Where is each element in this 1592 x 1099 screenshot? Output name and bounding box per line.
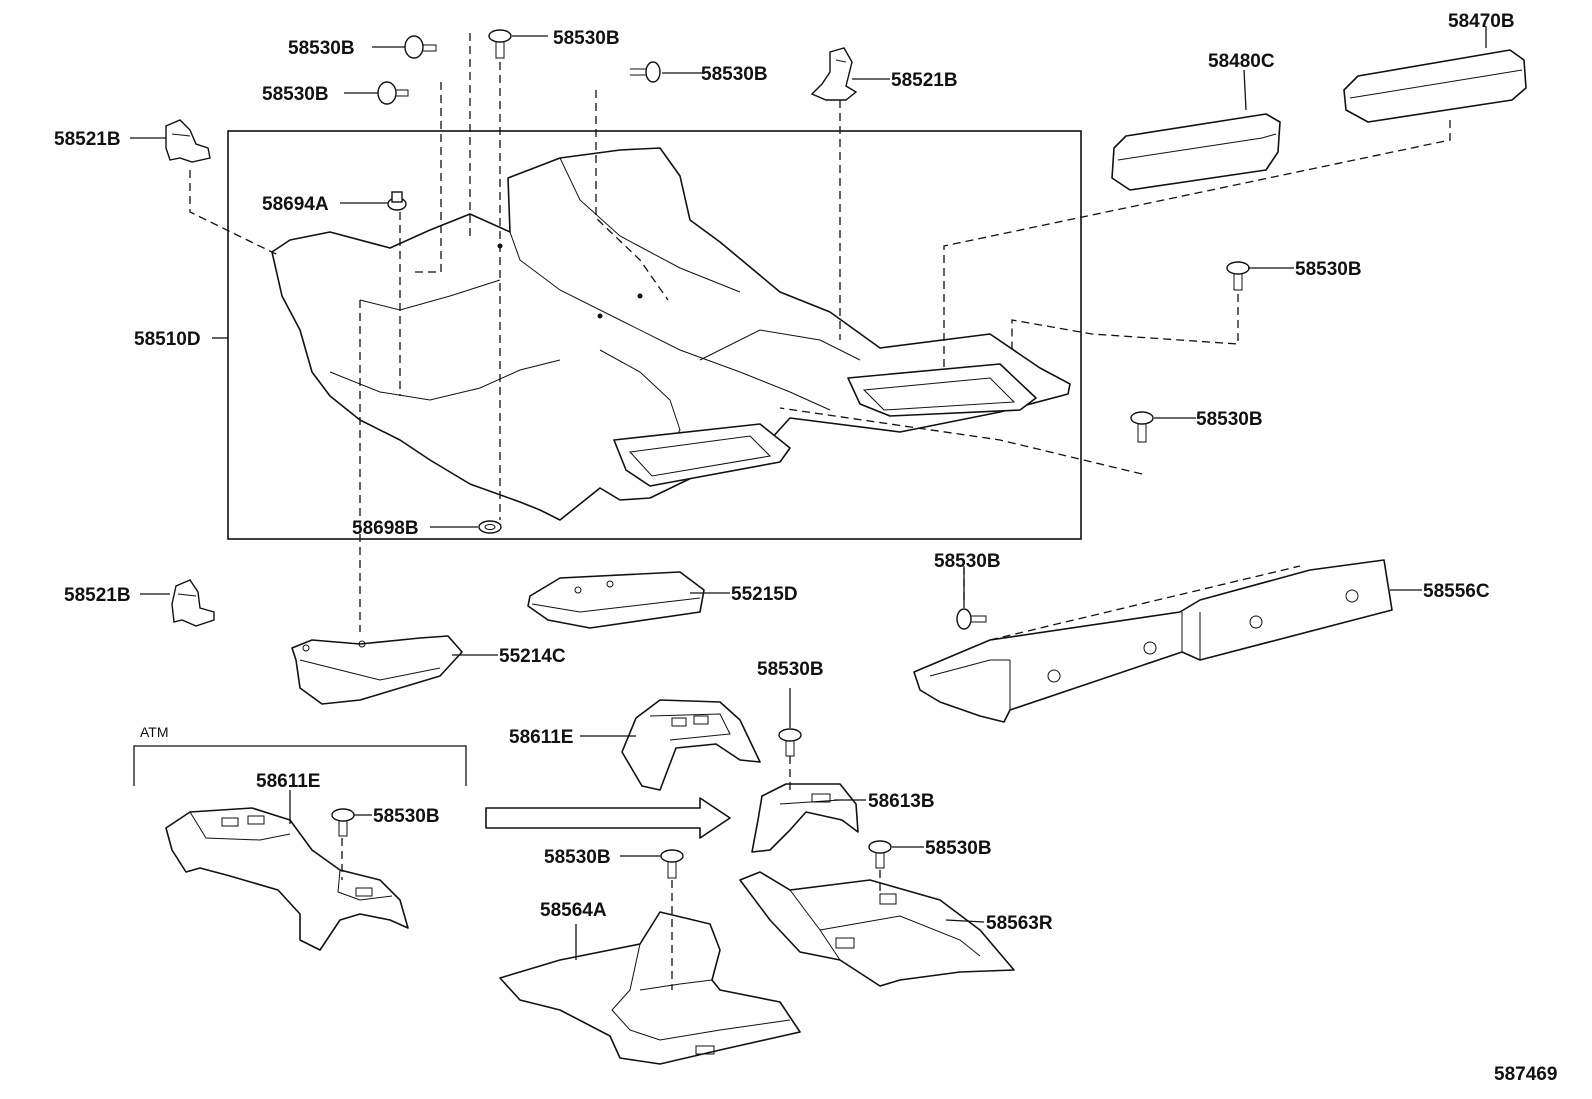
label-55215D: 55215D (731, 584, 798, 605)
bracket-55215D (527, 571, 705, 629)
label-58530B: 58530B (701, 64, 768, 85)
label-58611E: 58611E (509, 727, 573, 748)
atm-bracket (133, 745, 467, 786)
fastener-58530B-b (488, 29, 512, 59)
label-58530B: 58530B (934, 551, 1001, 572)
label-58613B: 58613B (868, 791, 935, 812)
label-58530B: 58530B (925, 838, 992, 859)
reference-number: 587469 (1494, 1064, 1557, 1085)
silencer-58556C (913, 559, 1393, 723)
label-55214C: 55214C (499, 646, 566, 667)
label-58556C: 58556C (1423, 581, 1490, 602)
pad-58480C (1111, 113, 1281, 191)
cover-58564A (499, 911, 801, 1065)
fastener-58530B-d (630, 61, 661, 83)
label-58530B: 58530B (262, 84, 329, 105)
fastener-58530B-c (377, 81, 409, 105)
label-58564A: 58564A (540, 900, 607, 921)
label-58521B: 58521B (54, 129, 121, 150)
pad-58470B (1343, 49, 1527, 123)
label-58611E: 58611E (256, 771, 320, 792)
label-58563R: 58563R (986, 913, 1053, 934)
label-atm: ATM (140, 724, 169, 740)
label-58510D: 58510D (134, 329, 201, 350)
label-58530B: 58530B (1295, 259, 1362, 280)
clip-58521B-upper-left (165, 119, 211, 163)
cover-58563R (739, 871, 1015, 987)
carpet-frame (227, 130, 1082, 540)
fastener-58530B-g (956, 608, 987, 630)
label-58694A: 58694A (262, 194, 329, 215)
assembly-lines (189, 33, 1451, 990)
fastener-58530B-f (1130, 411, 1154, 443)
floor-carpet-58510D (271, 147, 1071, 521)
leader-lines (130, 26, 1487, 960)
label-58530B: 58530B (757, 659, 824, 680)
label-58480C: 58480C (1208, 51, 1275, 72)
bracket-55214C (291, 635, 463, 705)
fastener-58530B-i (331, 808, 355, 837)
label-58530B: 58530B (373, 806, 440, 827)
label-58530B: 58530B (1196, 409, 1263, 430)
cover-58611E-upper (621, 699, 761, 791)
grommet-58698B (478, 520, 502, 534)
label-58521B: 58521B (64, 585, 131, 606)
part-labels: 58530B 58530B 58530B 58530B 58521B 58521… (54, 11, 1557, 1085)
label-58530B: 58530B (553, 28, 620, 49)
grommet-58694A (387, 191, 407, 211)
fastener-58530B-j (660, 849, 684, 879)
label-58530B: 58530B (544, 847, 611, 868)
clip-58521B-lower-left (171, 579, 215, 627)
label-58698B: 58698B (352, 518, 419, 539)
arrow (485, 797, 731, 839)
label-58530B: 58530B (288, 38, 355, 59)
fastener-58530B-k (868, 840, 892, 869)
clip-58521B-top (810, 47, 858, 101)
fastener-58530B-e (1226, 261, 1250, 291)
cover-58613B (751, 783, 859, 853)
fastener-58530B-h (778, 728, 802, 757)
label-58470B: 58470B (1448, 11, 1515, 32)
cover-58611E-lower (165, 807, 409, 951)
fastener-58530B-a (404, 35, 437, 59)
label-58521B: 58521B (891, 70, 958, 91)
